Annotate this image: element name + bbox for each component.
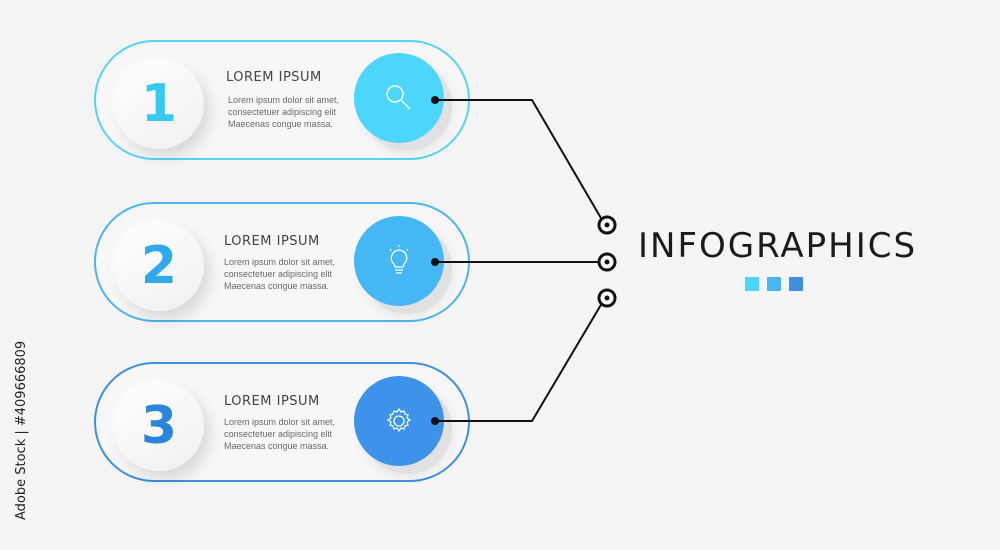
node-ring-2 [597, 252, 617, 272]
step-heading-2: LOREM IPSUM [224, 234, 320, 249]
step-heading-1: LOREM IPSUM [226, 70, 322, 85]
color-swatch-3 [789, 277, 803, 291]
connector-3 [431, 297, 606, 425]
stock-watermark-text: Adobe Stock | #409666809 [14, 340, 29, 520]
step-text-2: Lorem ipsum dolor sit amet, consectetuer… [224, 257, 336, 291]
step-number-3: 3 [114, 381, 204, 471]
step-card-3: 3 LOREM IPSUM Lorem ipsum dolor sit amet… [94, 362, 470, 482]
step-icon-disc-1 [354, 53, 444, 143]
gear-icon [386, 407, 412, 433]
step-icon-disc-2 [354, 216, 444, 306]
lightbulb-icon [389, 245, 409, 274]
step-number-1: 1 [114, 59, 204, 149]
step-text-3: Lorem ipsum dolor sit amet, consectetuer… [224, 417, 336, 451]
infographics-title: INFOGRAPHICS [638, 226, 918, 266]
step-number-2: 2 [114, 221, 204, 311]
color-swatch-2 [767, 277, 781, 291]
node-ring-1 [597, 215, 617, 235]
step-heading-3: LOREM IPSUM [224, 394, 320, 409]
connector-1 [431, 96, 606, 226]
connector-2 [431, 258, 605, 266]
color-swatch-1 [745, 277, 759, 291]
step-card-2: 2 LOREM IPSUM Lorem ipsum dolor sit amet… [94, 202, 470, 322]
step-icon-disc-3 [354, 376, 444, 466]
node-ring-3 [597, 288, 617, 308]
step-text-1: Lorem ipsum dolor sit amet, consectetuer… [228, 95, 340, 129]
search-icon [386, 85, 411, 110]
step-card-1: 1 LOREM IPSUM Lorem ipsum dolor sit amet… [94, 40, 470, 160]
